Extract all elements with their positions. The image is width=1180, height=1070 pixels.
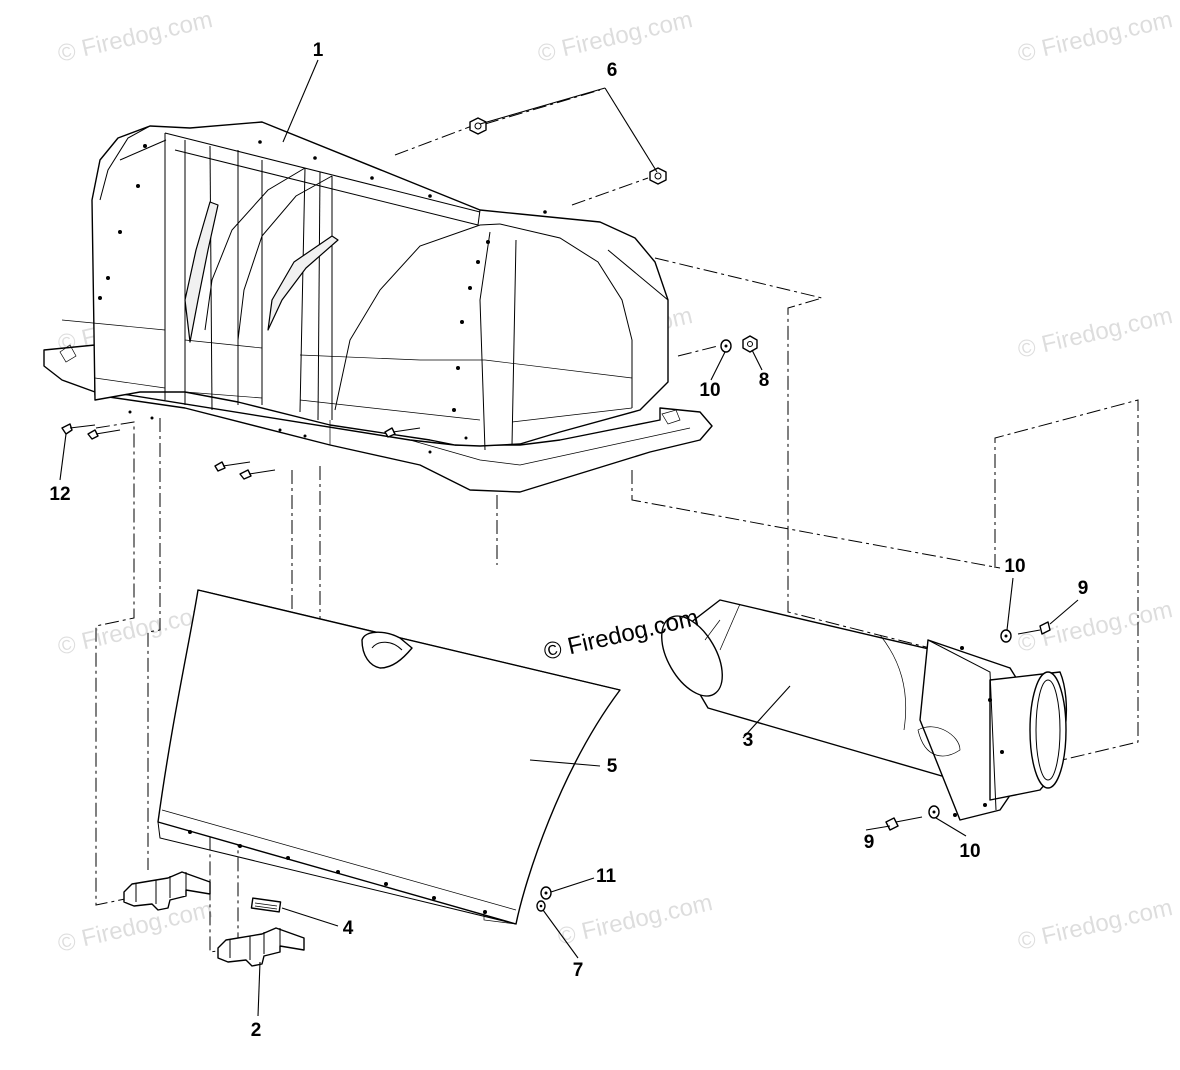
callout-9-bottom: 9 <box>864 832 875 853</box>
hanger-part-2-right <box>217 927 305 967</box>
callout-11: 11 <box>596 866 617 887</box>
callout-1: 1 <box>313 40 324 61</box>
watermark-1: © Firedog.com <box>55 6 215 68</box>
bolt-washer-lower <box>885 805 940 831</box>
washer-nut-upper <box>720 335 758 353</box>
watermark-8: © Firedog.com <box>1015 596 1175 658</box>
decal-part-4 <box>250 897 282 913</box>
nut-part-6 <box>469 117 667 185</box>
screws-part-12 <box>61 423 421 480</box>
tube-part-3 <box>661 599 1068 821</box>
callout-10-tube-bottom: 10 <box>959 841 980 862</box>
callout-10-tube-top: 10 <box>1004 556 1025 577</box>
deflector-part-5 <box>157 589 621 925</box>
callout-12: 12 <box>49 484 70 505</box>
watermark-11: © Firedog.com <box>1015 894 1175 956</box>
callout-10-upper: 10 <box>699 380 720 401</box>
washer-nut-lower <box>536 886 552 912</box>
callout-7: 7 <box>573 960 584 981</box>
hanger-part-2-left <box>123 871 211 911</box>
callout-9-top: 9 <box>1078 578 1089 599</box>
watermark-10: © Firedog.com <box>555 889 715 951</box>
callout-6: 6 <box>607 60 618 81</box>
watermark-2: © Firedog.com <box>535 6 695 68</box>
callout-4: 4 <box>343 918 354 939</box>
callouts: 1 6 10 8 12 10 9 3 5 9 10 11 4 7 2 <box>49 40 1088 1041</box>
callout-8: 8 <box>759 370 770 391</box>
housing-part-1 <box>43 121 713 493</box>
callout-5: 5 <box>607 756 618 777</box>
bolt-washer-upper <box>1000 621 1051 643</box>
leader-lines <box>59 59 1079 1017</box>
watermark-3: © Firedog.com <box>1015 6 1175 68</box>
callout-3: 3 <box>743 730 754 751</box>
callout-2: 2 <box>251 1020 262 1041</box>
watermark-6: © Firedog.com <box>1015 302 1175 364</box>
